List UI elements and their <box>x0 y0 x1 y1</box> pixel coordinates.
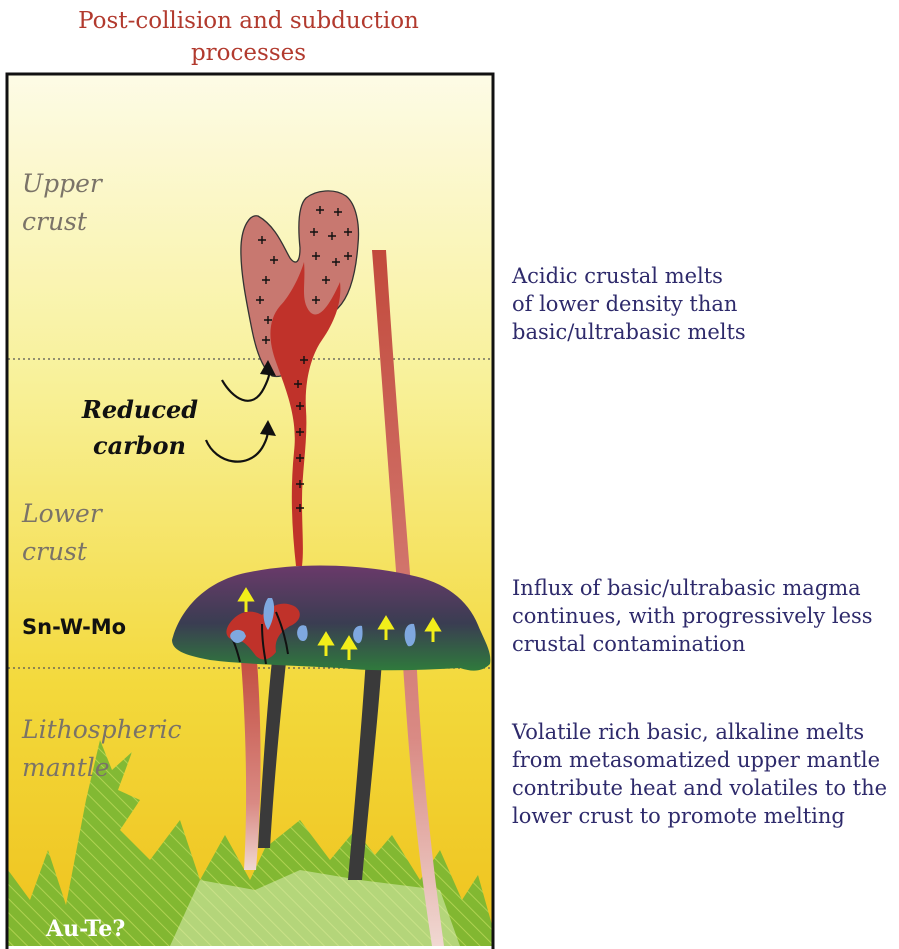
note-line: contribute heat and volatiles to the <box>512 774 898 802</box>
sn-w-mo-label: Sn-W-Mo <box>22 615 126 639</box>
lower-crust-label-line-1: Lower <box>21 499 104 528</box>
note-acidic-melts: Acidic crustal melts of lower density th… <box>512 262 898 346</box>
note-line: lower crust to promote melting <box>512 802 898 830</box>
note-line: basic/ultrabasic melts <box>512 318 898 346</box>
lithospheric-mantle-label-line-1: Lithospheric <box>21 715 181 744</box>
upper-crust-label-line-1: Upper <box>22 169 104 198</box>
note-line: continues, with progressively less <box>512 602 898 630</box>
note-line: from metasomatized upper mantle <box>512 746 898 774</box>
note-line: Influx of basic/ultrabasic magma <box>512 574 898 602</box>
lower-crust-label-line-2: crust <box>22 537 88 566</box>
note-line: crustal contamination <box>512 630 898 658</box>
au-te-label: Au-Te? <box>45 916 125 942</box>
lithospheric-mantle-label-line-2: mantle <box>22 753 110 782</box>
reduced-carbon-label-line-1: Reduced <box>81 395 198 424</box>
upper-crust-label-line-2: crust <box>22 207 88 236</box>
note-line: Volatile rich basic, alkaline melts <box>512 718 898 746</box>
note-line: Acidic crustal melts <box>512 262 898 290</box>
reduced-carbon-label-line-2: carbon <box>93 431 186 460</box>
note-volatile-melts: Volatile rich basic, alkaline melts from… <box>512 718 898 830</box>
note-influx: Influx of basic/ultrabasic magma continu… <box>512 574 898 658</box>
note-line: of lower density than <box>512 290 898 318</box>
